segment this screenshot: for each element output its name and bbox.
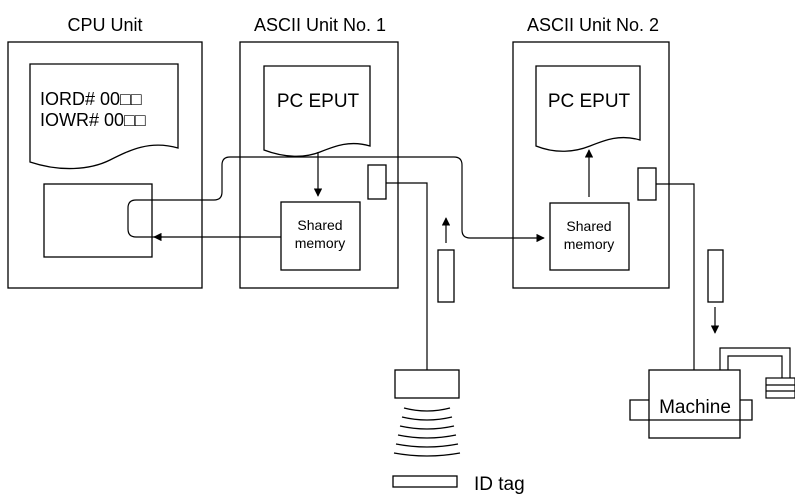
machine-label: Machine xyxy=(659,397,731,418)
cpu-to-ascii-2-bus-line xyxy=(127,156,545,243)
ascii-unit-1-shared-memory-line1: Shared xyxy=(297,217,342,233)
machine-base-platform xyxy=(629,399,753,421)
id-tag-reader xyxy=(394,369,460,399)
ascii-2-to-machine-cable xyxy=(656,183,695,370)
ascii-unit-2-shared-memory-box xyxy=(549,202,630,271)
cpu-memory-box xyxy=(43,183,153,258)
cpu-unit-box xyxy=(7,41,203,289)
ascii-unit-1-program-document xyxy=(263,65,371,157)
machine-device-icon xyxy=(765,377,795,399)
id-tag xyxy=(392,475,458,488)
ascii-unit-2-shared-memory-line1: Shared xyxy=(566,218,611,234)
ascii-unit-1-title: ASCII Unit No. 1 xyxy=(254,15,386,35)
cpu-program-document xyxy=(29,63,179,170)
id-tag-label: ID tag xyxy=(474,474,525,494)
machine-cable-1 xyxy=(719,347,791,378)
data-packet-downward xyxy=(707,249,724,303)
cpu-unit-title: CPU Unit xyxy=(67,15,142,35)
ascii-unit-2-shared-memory-line2: memory xyxy=(564,236,615,252)
ascii-unit-2-box xyxy=(512,41,670,289)
ascii-unit-1-shared-memory-box xyxy=(280,201,361,271)
ascii-unit-2-program-document xyxy=(535,65,641,152)
ascii-unit-2-title: ASCII Unit No. 2 xyxy=(527,15,659,35)
cpu-iowr-instruction: IOWR# 00□□ xyxy=(40,110,146,130)
radio-wave-icon xyxy=(393,407,461,457)
ascii-unit-1-program-label: PC EPUT xyxy=(277,91,360,112)
ascii-unit-1-port xyxy=(367,164,387,200)
ascii-1-to-reader-cable xyxy=(386,182,428,370)
machine-cable-2 xyxy=(727,355,783,378)
data-packet-upward xyxy=(437,249,455,303)
ascii-unit-1-shared-memory-line2: memory xyxy=(295,235,346,251)
ascii-unit-1-box xyxy=(239,41,399,289)
ascii-unit-2-program-label: PC EPUT xyxy=(548,91,631,112)
ascii-unit-2-port xyxy=(637,167,657,201)
cpu-iord-instruction: IORD# 00□□ xyxy=(40,89,142,109)
machine-box xyxy=(648,369,741,439)
